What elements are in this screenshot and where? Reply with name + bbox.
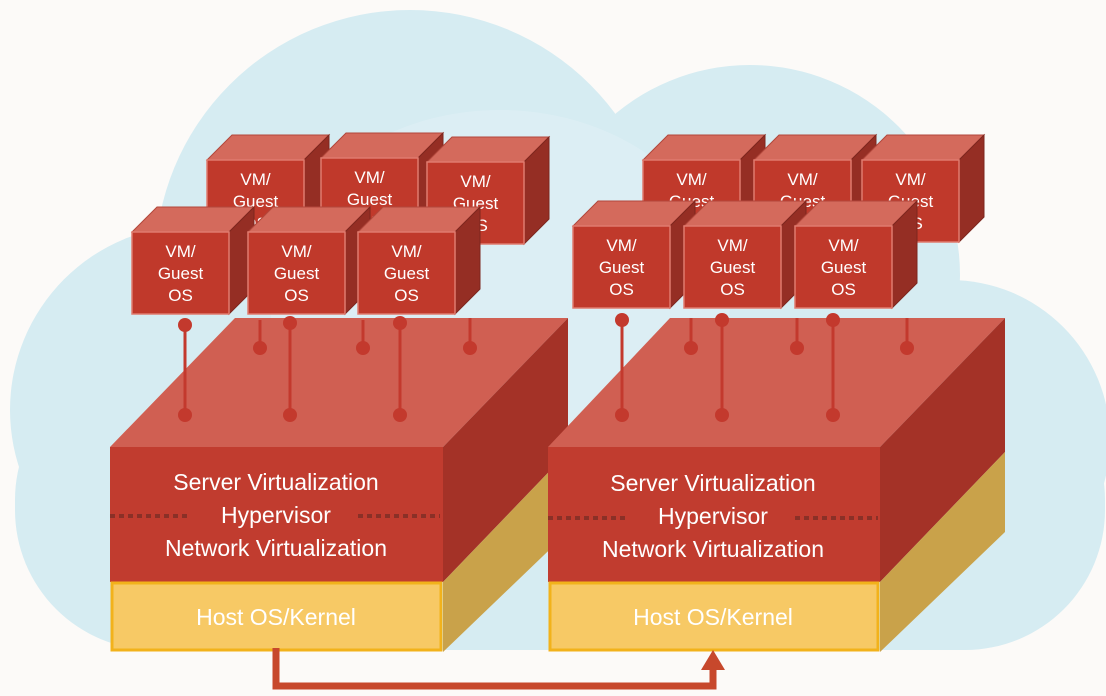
server-block: Server Virtualization Hypervisor Network… <box>548 318 1005 652</box>
server-virtualization-label: Server Virtualization <box>610 470 815 496</box>
connector <box>178 318 192 422</box>
server-block: Server Virtualization Hypervisor Network… <box>110 318 568 652</box>
vm-label-line: VM/ <box>787 170 818 189</box>
vm-label-line: Guest <box>384 264 430 283</box>
server-side <box>443 318 568 582</box>
vm-label-line: Guest <box>347 190 393 209</box>
migration-arrow-head <box>701 650 725 670</box>
connector <box>790 318 804 355</box>
hypervisor-label: Hypervisor <box>658 503 768 529</box>
connectors <box>615 313 914 422</box>
vm-label-line: Guest <box>233 192 279 211</box>
host-side <box>880 452 1005 652</box>
server-top <box>110 318 568 447</box>
connector <box>393 316 407 422</box>
host-os-kernel-label: Host OS/Kernel <box>196 604 356 630</box>
host-side <box>443 452 568 652</box>
vm-label-line: VM/ <box>354 168 385 187</box>
connector <box>615 313 629 422</box>
vm-label-line: OS <box>168 286 193 305</box>
vm-front-face <box>247 231 346 315</box>
connector <box>463 318 477 355</box>
vm-label-line: Guest <box>599 258 645 277</box>
connectors <box>178 316 477 422</box>
vm-label-line: Guest <box>821 258 867 277</box>
vm-label-line: OS <box>609 280 634 299</box>
host-os-kernel-box <box>110 581 443 652</box>
vm-front-face <box>572 225 671 309</box>
server-front <box>548 447 880 582</box>
connector <box>356 320 370 355</box>
vm-label-line: Guest <box>710 258 756 277</box>
vm-label-line: OS <box>394 286 419 305</box>
vm-front-face <box>683 225 782 309</box>
vm-label-line: OS <box>720 280 745 299</box>
connector <box>715 313 729 422</box>
connector <box>900 318 914 355</box>
vm-front-face <box>357 231 456 315</box>
server-side <box>880 318 1005 582</box>
vm-label-line: VM/ <box>606 236 637 255</box>
vm-label-line: VM/ <box>895 170 926 189</box>
connector <box>684 318 698 355</box>
vm-label-line: VM/ <box>240 170 271 189</box>
vm-label-line: Guest <box>158 264 204 283</box>
vm-label-line: Guest <box>274 264 320 283</box>
connector <box>283 316 297 422</box>
vm-label-line: VM/ <box>391 242 422 261</box>
server-top <box>548 318 1005 447</box>
migration-arrow-icon <box>272 648 725 690</box>
network-virtualization-label: Network Virtualization <box>165 535 387 561</box>
vm-label-line: OS <box>831 280 856 299</box>
server-virtualization-label: Server Virtualization <box>173 469 378 495</box>
hypervisor-label: Hypervisor <box>221 502 331 528</box>
vm-label-line: VM/ <box>165 242 196 261</box>
host-os-kernel-box <box>548 581 880 652</box>
network-virtualization-label: Network Virtualization <box>602 536 824 562</box>
vm-label-line: VM/ <box>828 236 859 255</box>
connector <box>253 320 267 355</box>
vm-label-line: OS <box>284 286 309 305</box>
vm-label-line: VM/ <box>717 236 748 255</box>
vm-front-face <box>794 225 893 309</box>
migration-arrow-path <box>272 648 717 690</box>
vm-front-face <box>131 231 230 315</box>
vm-label-line: VM/ <box>676 170 707 189</box>
connector <box>826 313 840 422</box>
vm-label-line: VM/ <box>460 172 491 191</box>
host-os-kernel-label: Host OS/Kernel <box>633 604 793 630</box>
vm-label-line: VM/ <box>281 242 312 261</box>
